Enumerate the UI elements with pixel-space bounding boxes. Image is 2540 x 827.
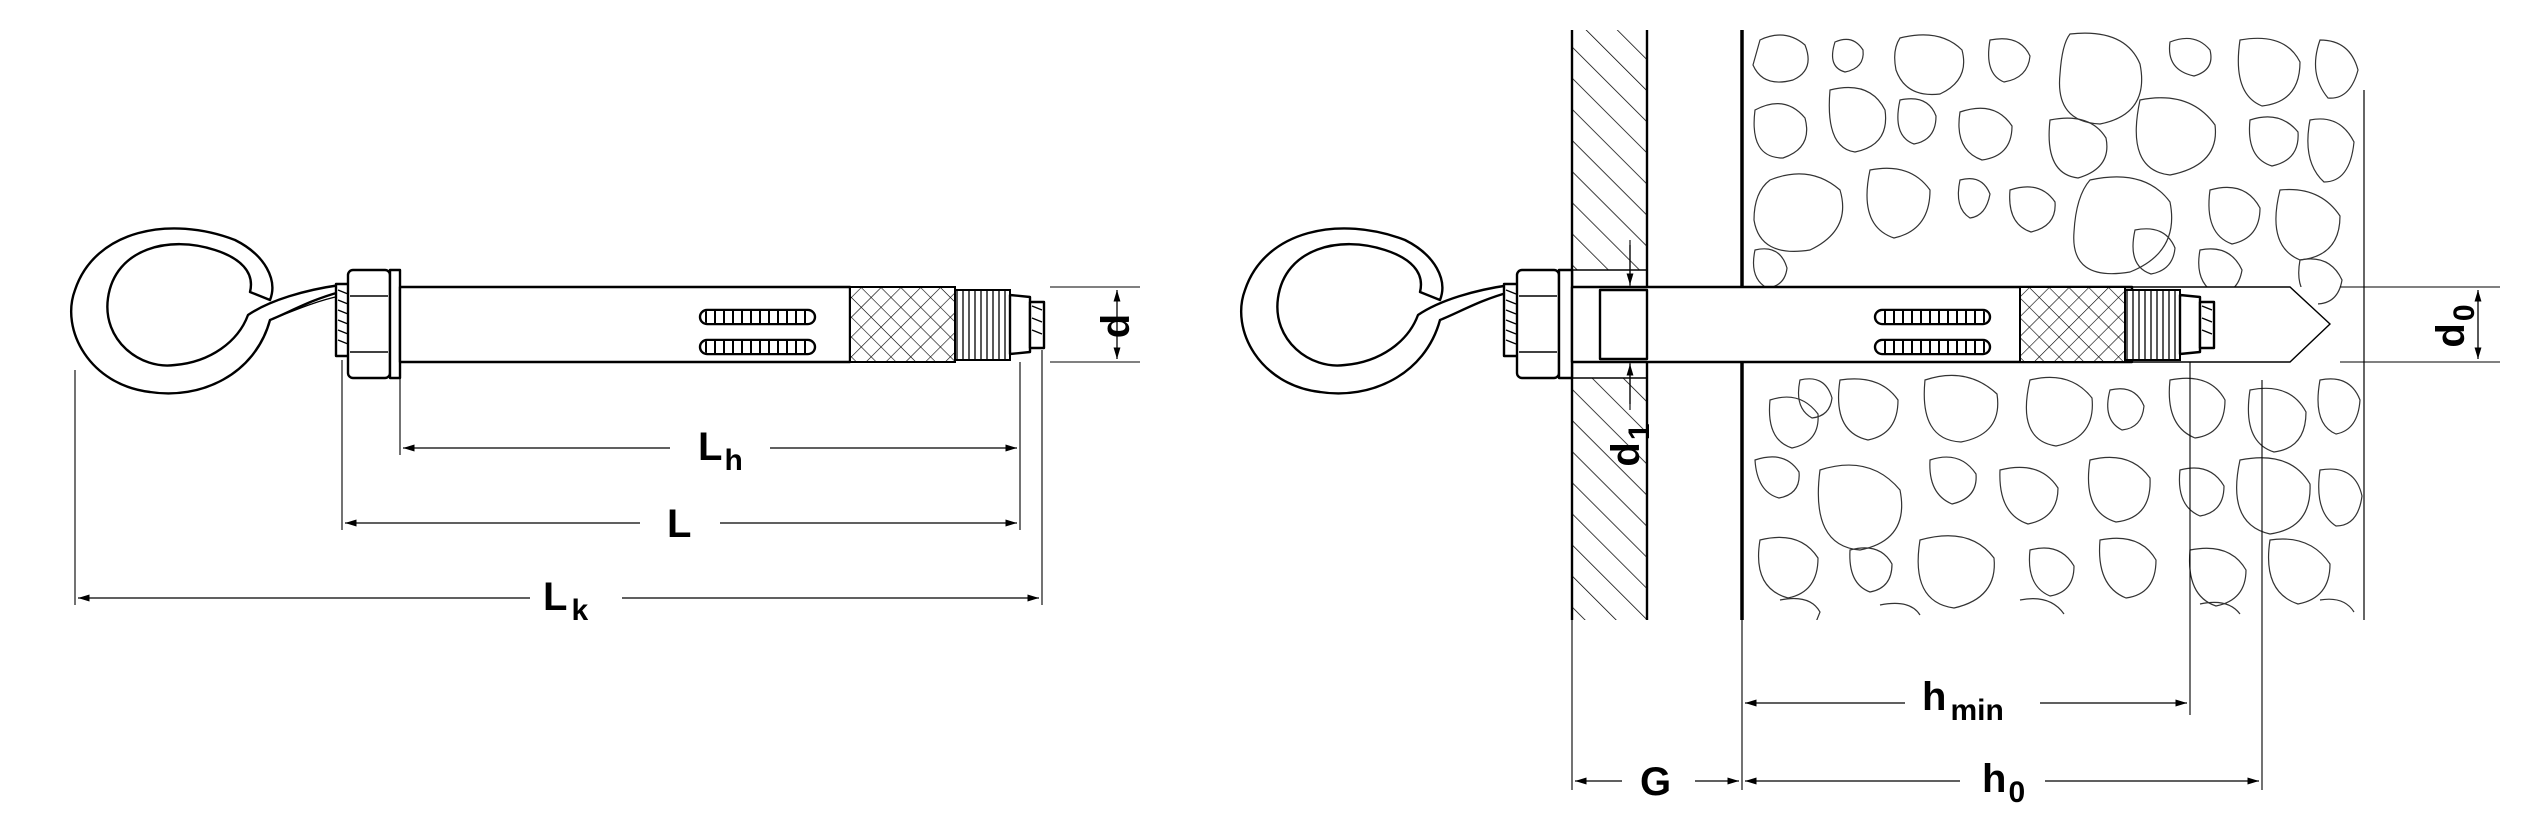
concrete-base (1740, 30, 2365, 620)
hex-nut-installed (1515, 268, 1574, 380)
dim-label-Lh: Lh (698, 425, 743, 477)
hex-nut (346, 268, 392, 380)
washer (388, 268, 402, 380)
dim-label-d: d (1094, 314, 1138, 338)
svg-text:d: d (1094, 314, 1138, 338)
dim-label-h0: h0 (1982, 757, 2025, 809)
eye-hook-installed (1240, 227, 1520, 395)
anchor-sleeve (398, 285, 1046, 364)
dim-label-G: G (1640, 760, 1671, 804)
dim-label-d1: d1 (1604, 423, 1656, 466)
svg-text:d0: d0 (2429, 304, 2481, 347)
dim-label-d0: d0 (2429, 304, 2481, 347)
dim-label-L: L (667, 502, 691, 546)
anchor-sleeve-installed (1570, 285, 2216, 364)
svg-text:d1: d1 (1604, 423, 1656, 466)
eye-hook (70, 227, 342, 395)
